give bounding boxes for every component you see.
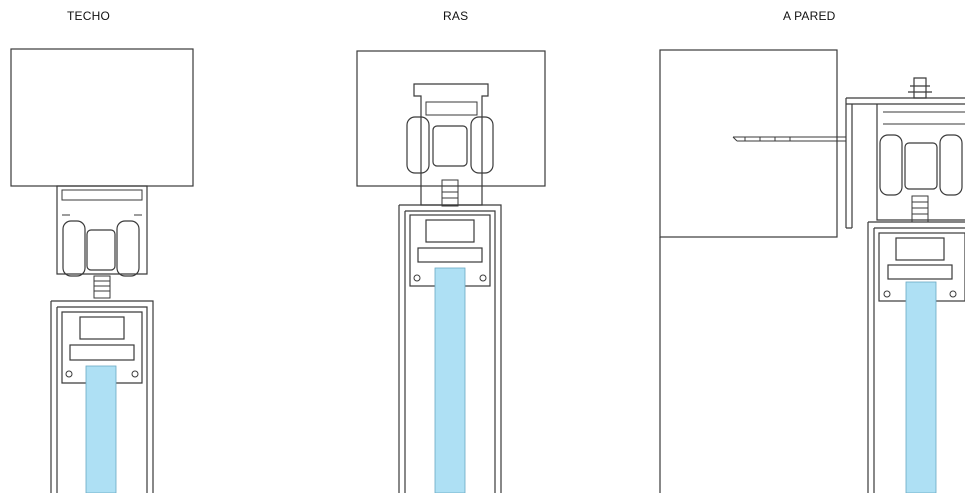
pared-roller-right bbox=[939, 134, 963, 196]
pared-roller-left bbox=[879, 134, 903, 196]
techo-roller-right bbox=[116, 220, 140, 277]
diagram-ras bbox=[356, 50, 546, 493]
techo-roller-left bbox=[62, 220, 86, 277]
pared-glass-panel bbox=[905, 281, 937, 493]
label-ras: RAS bbox=[443, 9, 469, 23]
label-a-pared: A PARED bbox=[783, 9, 836, 23]
techo-glass-panel bbox=[85, 365, 117, 493]
techo-roller-hub bbox=[86, 229, 116, 271]
label-techo: TECHO bbox=[67, 9, 110, 23]
ras-door-frame bbox=[398, 204, 502, 493]
techo-door-frame bbox=[50, 300, 154, 493]
ras-roller-left bbox=[406, 116, 430, 174]
pared-l-bracket bbox=[845, 97, 965, 229]
ras-roller-right bbox=[470, 116, 494, 174]
techo-top-rail bbox=[56, 185, 148, 275]
pared-door-frame bbox=[867, 221, 965, 493]
ras-screw bbox=[441, 179, 459, 207]
diagram-techo bbox=[10, 48, 194, 493]
pared-screw bbox=[911, 195, 929, 223]
pared-top-bolt bbox=[908, 77, 932, 99]
ras-glass-panel bbox=[434, 267, 466, 493]
techo-ceiling-block bbox=[10, 48, 194, 187]
techo-screw bbox=[93, 275, 111, 299]
diagram-a-pared bbox=[659, 49, 965, 493]
pared-wall-block bbox=[659, 49, 838, 238]
